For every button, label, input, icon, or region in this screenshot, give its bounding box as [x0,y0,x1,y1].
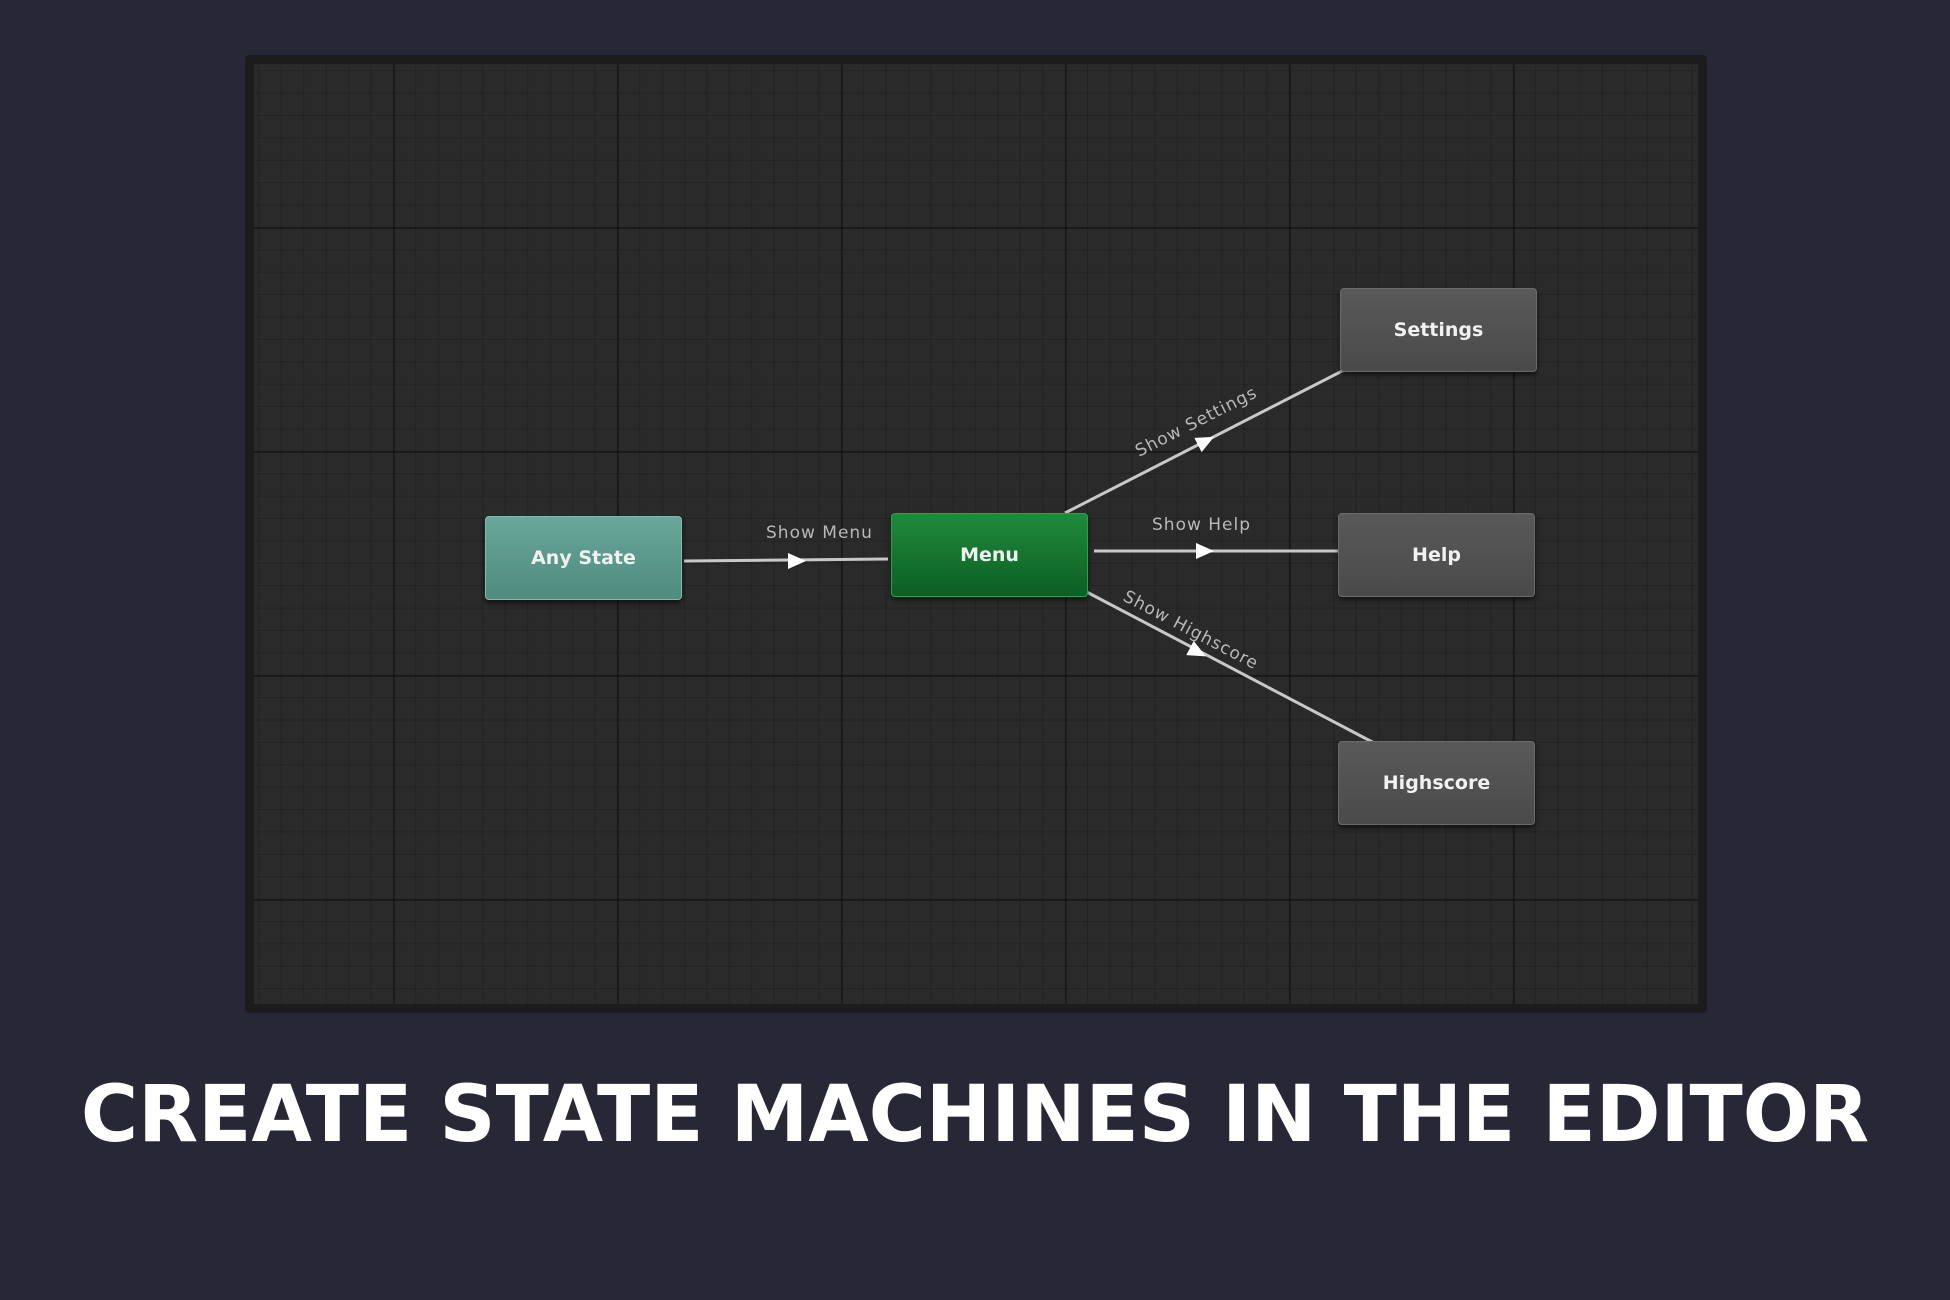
transition-arrow-icon [1194,436,1215,453]
transition-label-show-highscore: Show Highscore [1120,587,1262,674]
page-caption: CREATE STATE MACHINES IN THE EDITOR [80,1070,1870,1160]
state-label: Highscore [1382,772,1491,794]
state-node-any-state[interactable]: Any State [485,516,682,600]
state-label: Help [1412,544,1461,566]
transition-show-help[interactable]: Show Help [1094,515,1348,559]
state-label: Menu [960,544,1019,566]
transition-arrow-icon [788,553,806,569]
state-node-highscore[interactable]: Highscore [1338,741,1535,825]
state-node-menu[interactable]: Menu [891,513,1088,597]
transition-label-show-menu: Show Menu [766,523,873,543]
transition-show-menu[interactable]: Show Menu [683,523,889,569]
transition-arrow-icon [1196,543,1214,559]
transition-label-show-help: Show Help [1152,515,1251,535]
transitions-layer: Show Menu Show Settings Show Help Show H… [683,366,1379,747]
transition-arrow-icon [1186,640,1206,657]
animator-window: Show Menu Show Settings Show Help Show H… [245,55,1707,1013]
state-label: Any State [531,547,636,569]
transition-show-highscore[interactable]: Show Highscore [1080,587,1379,747]
state-machine-graph[interactable]: Show Menu Show Settings Show Help Show H… [254,64,1698,1004]
transition-show-settings[interactable]: Show Settings [1064,366,1349,515]
state-label: Settings [1393,319,1484,341]
state-node-help[interactable]: Help [1338,513,1535,597]
state-node-settings[interactable]: Settings [1340,288,1537,372]
